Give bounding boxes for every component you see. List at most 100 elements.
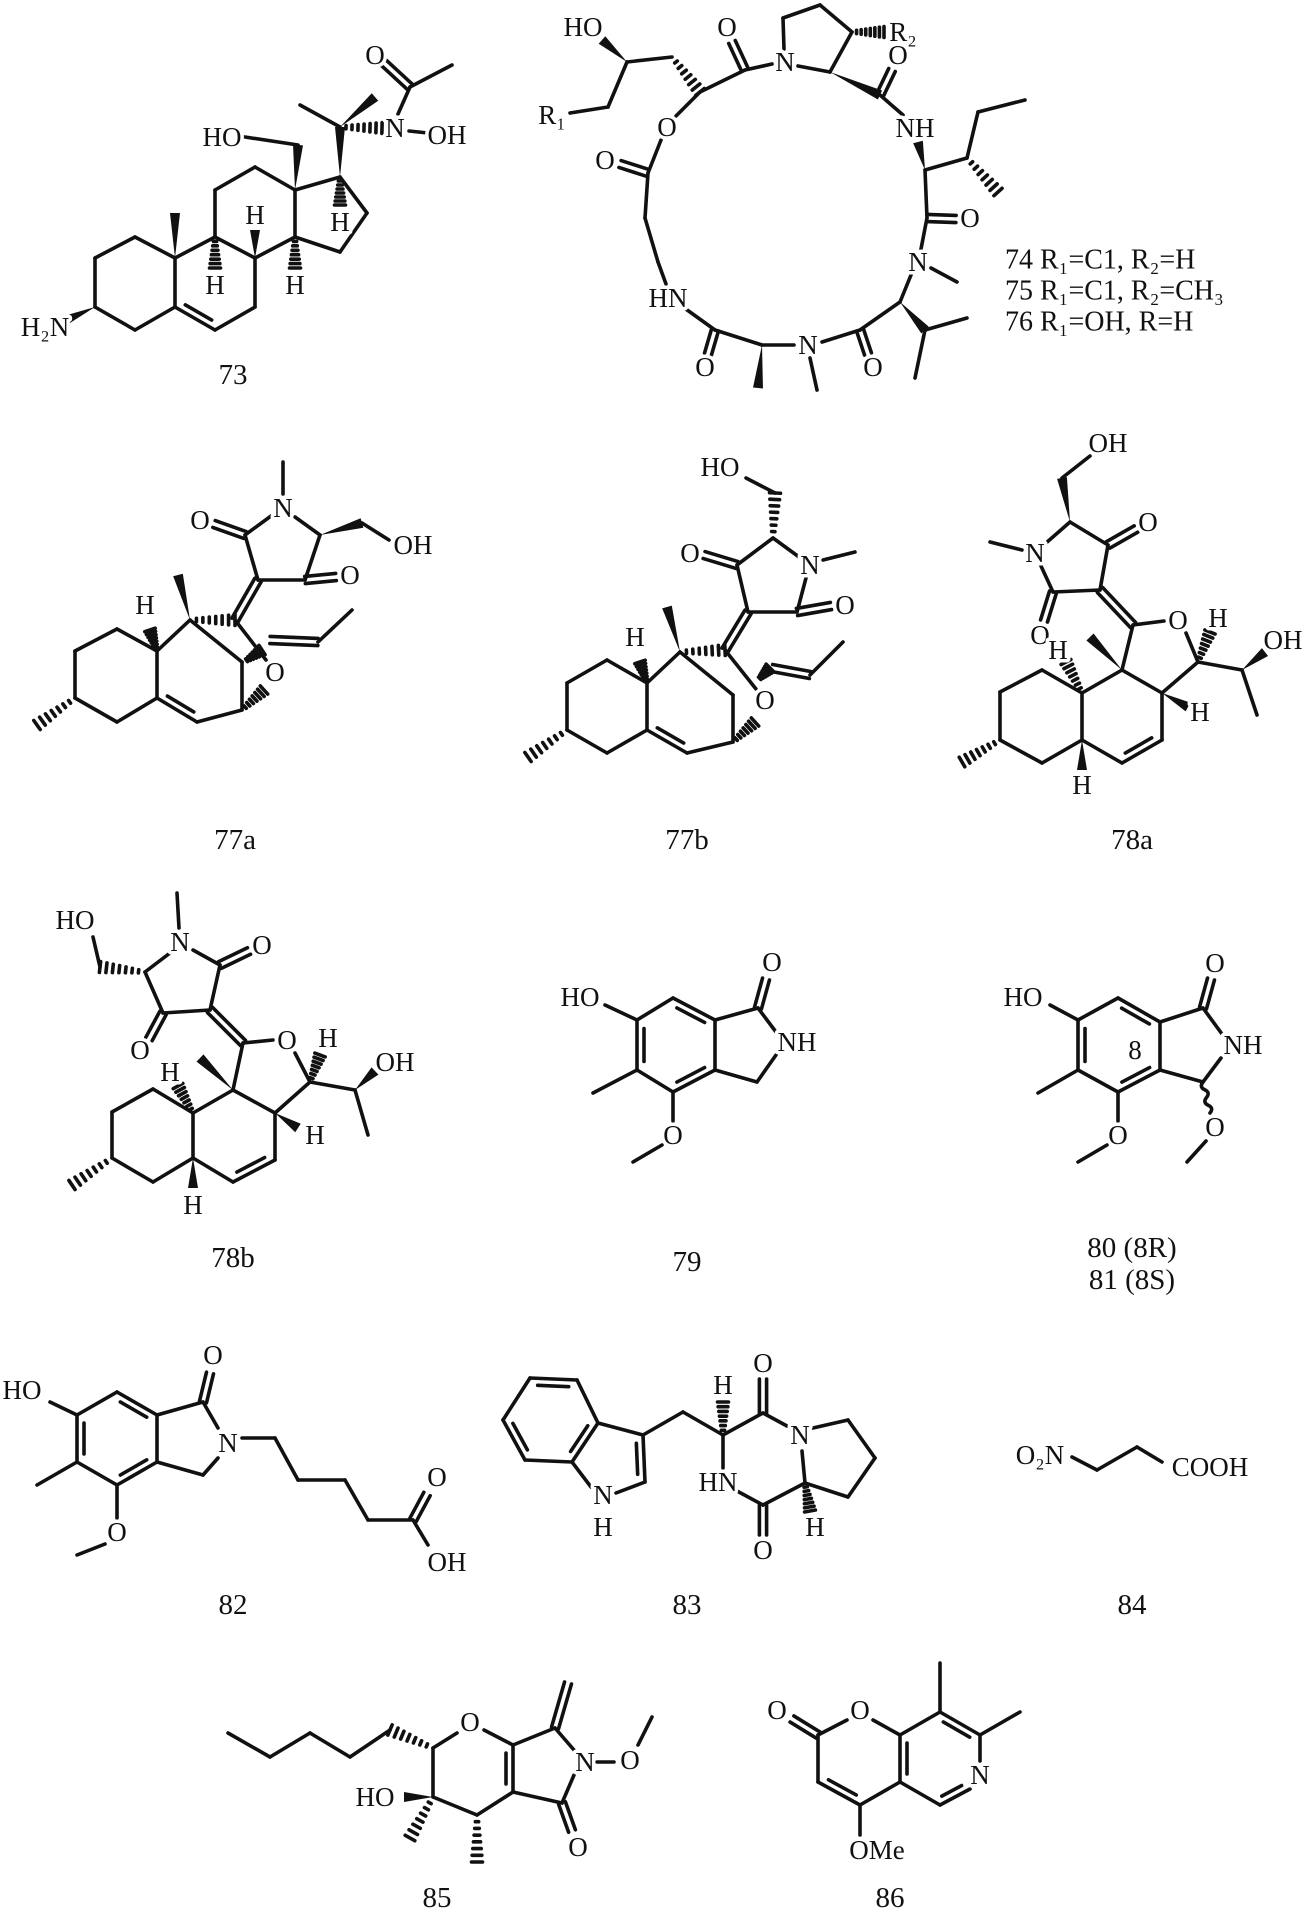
bond <box>360 521 391 542</box>
hash-bond-mark <box>311 1059 323 1066</box>
bond <box>1120 1065 1152 1084</box>
hash-bond-mark <box>151 642 159 648</box>
hash-bond-mark <box>974 747 982 758</box>
bond <box>191 1156 235 1184</box>
bond <box>268 1731 312 1759</box>
wedge-bond <box>1086 633 1122 670</box>
atom-label: O <box>753 1535 773 1565</box>
atom-label: H <box>135 590 155 620</box>
bond <box>414 1493 432 1524</box>
compound-84-bonds <box>1070 1445 1164 1472</box>
bond <box>871 1718 902 1737</box>
bond <box>703 549 740 564</box>
bond <box>743 62 774 72</box>
atom-label: H <box>713 1370 733 1400</box>
hash-bond-mark <box>760 668 770 678</box>
hash-bond-mark <box>1200 637 1213 644</box>
hash-bond-mark <box>963 752 972 765</box>
atom-label: N <box>593 1480 613 1510</box>
bond <box>1100 585 1138 625</box>
atom-label: N <box>790 1420 810 1450</box>
bond <box>923 316 969 332</box>
bond <box>816 1780 862 1807</box>
hash-bond-mark <box>187 1106 195 1112</box>
hash-bond-mark <box>176 1089 188 1098</box>
bond <box>210 525 246 541</box>
bond <box>631 1143 664 1164</box>
atom-label: H <box>1190 697 1210 727</box>
hash-bond-mark <box>246 654 253 663</box>
bond <box>808 640 845 677</box>
compound-number-label: 73 <box>219 359 248 391</box>
bond <box>523 1458 574 1464</box>
atom-label: O <box>717 12 737 42</box>
atom-label: 8 <box>1128 1035 1142 1065</box>
substituent-legend-line: 74 R₁=C1, R₂=H <box>1005 245 1195 276</box>
bond <box>770 662 813 674</box>
atom-label: O <box>460 1707 480 1737</box>
hash-bond-mark <box>676 63 684 71</box>
compound-number-label: 82 <box>219 1589 248 1621</box>
hash-bond-mark <box>61 702 68 710</box>
bond <box>93 235 137 260</box>
bond <box>816 1718 849 1737</box>
bond <box>965 110 980 160</box>
bond <box>788 1720 818 1740</box>
bond <box>858 300 902 332</box>
wedge-bond <box>830 72 883 100</box>
bond <box>197 1370 209 1403</box>
compound-78a-bonds <box>957 454 1269 770</box>
bond <box>1039 564 1055 594</box>
bond <box>811 1418 850 1430</box>
bond <box>617 165 649 179</box>
bond <box>596 1421 645 1437</box>
bond <box>769 669 812 681</box>
wedge-bond <box>173 573 190 620</box>
bond <box>268 641 320 648</box>
bond <box>115 1460 159 1487</box>
hash-bond-mark <box>641 674 649 680</box>
atom-label: HO <box>561 982 600 1012</box>
bond <box>118 1458 149 1477</box>
bond <box>795 607 834 618</box>
bond <box>501 1418 527 1462</box>
bond <box>501 1376 532 1422</box>
bond <box>431 1731 459 1750</box>
hash-bond-mark <box>398 1729 406 1741</box>
hash-bond-mark <box>242 704 249 711</box>
wedge-bond <box>275 1113 301 1133</box>
hash-bond-mark <box>146 632 158 640</box>
bond <box>605 728 649 755</box>
compound-77b-bonds <box>523 476 857 764</box>
bond <box>646 138 663 175</box>
hash-bond-mark <box>552 734 559 742</box>
bond <box>636 1715 654 1747</box>
bond <box>635 996 675 1022</box>
wedge-bond <box>355 1067 379 1090</box>
hash-bond-mark <box>174 1085 187 1095</box>
hash-bond-mark <box>117 963 122 975</box>
bond <box>188 618 244 664</box>
atom-label: N <box>1025 538 1045 568</box>
atom-label: O <box>340 560 360 590</box>
bond <box>118 1400 149 1419</box>
bond <box>173 235 217 260</box>
hash-bond-mark <box>1062 662 1075 671</box>
bond <box>619 158 651 172</box>
wedge-bond <box>320 518 364 535</box>
bond <box>821 550 857 562</box>
compound-number-label: 78a <box>1111 824 1153 856</box>
atom-label: N <box>775 47 795 77</box>
bond <box>208 963 222 1012</box>
bond <box>625 55 674 64</box>
bond <box>709 329 721 357</box>
atom-label: O <box>960 203 980 233</box>
bond <box>563 1799 578 1832</box>
bond <box>348 1728 392 1759</box>
bond <box>1098 543 1110 592</box>
wedge-bond <box>404 1792 433 1802</box>
compound-78b-bonds <box>67 891 379 1192</box>
bond <box>761 1411 789 1428</box>
